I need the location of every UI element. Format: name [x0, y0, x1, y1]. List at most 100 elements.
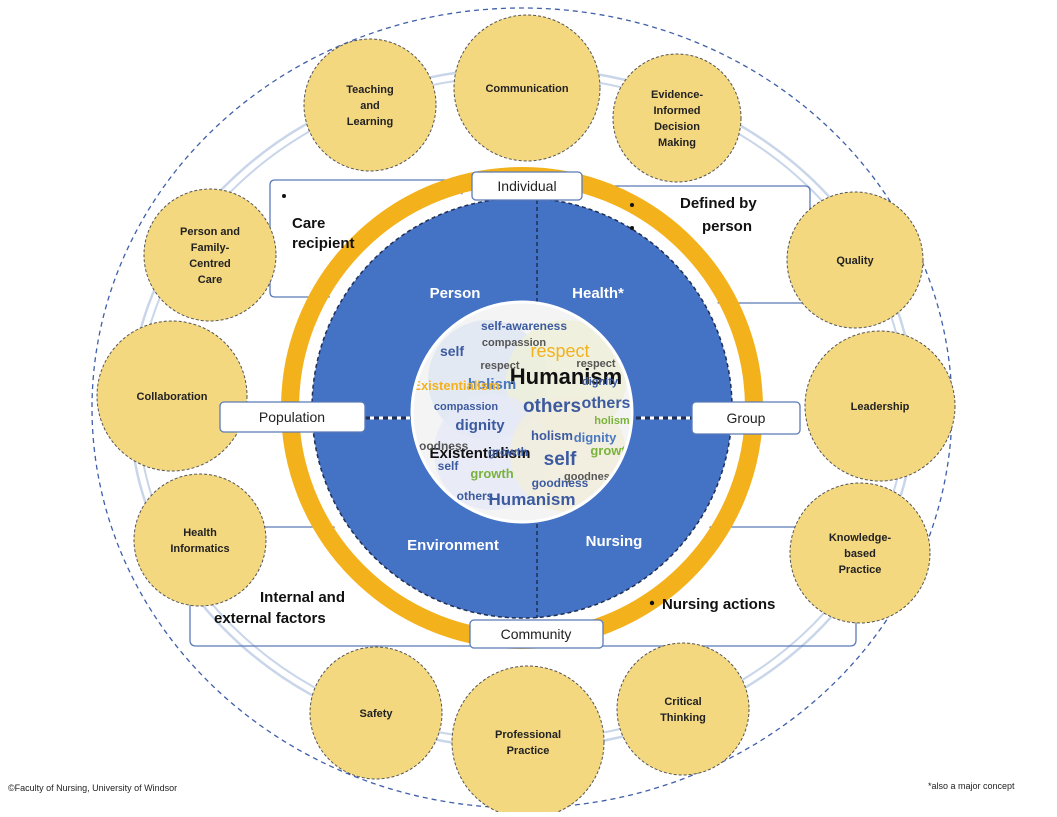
- word-cloud-word: respect: [530, 341, 589, 361]
- satellite-circle: [96, 320, 248, 472]
- word-cloud-word: Humanism: [489, 490, 576, 509]
- satellite-safety: Safety: [309, 646, 443, 780]
- word-cloud-word: growth: [470, 466, 513, 481]
- box-community: Community: [469, 619, 604, 649]
- satellite-circle: [309, 646, 443, 780]
- box-population: Population: [219, 401, 366, 433]
- word-cloud-word: holism: [468, 376, 516, 393]
- word-cloud-word: growth: [488, 445, 528, 459]
- word-cloud-word: holism: [531, 428, 573, 443]
- satellite-personfamily-line: Family-: [191, 242, 230, 254]
- satellite-circle: [616, 642, 750, 776]
- satellite-circle: [789, 482, 931, 624]
- satellite-knowledge-line: Practice: [839, 564, 882, 576]
- satellite-circle: [451, 665, 605, 817]
- box-individual-label: Individual: [497, 178, 556, 194]
- satellite-informatics-line: Informatics: [170, 543, 229, 555]
- word-cloud-word: compassion: [482, 337, 546, 349]
- satellite-circle: [453, 14, 601, 162]
- satellite-circle: [804, 330, 956, 482]
- quadrant-person-label: Person: [430, 285, 481, 302]
- satellite-safety-line: Safety: [359, 708, 393, 720]
- care-recipient-line1: Care: [292, 215, 325, 232]
- copyright-footer: ©Faculty of Nursing, University of Winds…: [8, 783, 178, 793]
- satellite-personfamily-line: Person and: [180, 226, 240, 238]
- satellite-circle: [133, 473, 267, 607]
- satellite-knowledge-line: based: [844, 548, 876, 560]
- satellite-circle: [303, 38, 437, 172]
- word-cloud-texture: [510, 396, 626, 512]
- satellite-communication-line: Communication: [485, 83, 568, 95]
- satellite-professional-line: Professional: [495, 729, 561, 741]
- word-cloud-word: respect: [480, 360, 519, 372]
- bullet-care-recipient: [282, 194, 286, 198]
- satellite-quality: Quality: [786, 191, 924, 329]
- satellite-collaboration-line: Collaboration: [137, 391, 208, 403]
- bullet-nursing-actions: [649, 600, 655, 606]
- satellite-personfamily-line: Care: [198, 274, 222, 286]
- word-cloud-word: dignity: [455, 417, 505, 434]
- satellite-teaching-line: Learning: [347, 116, 393, 128]
- word-cloud-word: self-awareness: [481, 319, 567, 333]
- word-cloud-word: respect: [576, 358, 615, 370]
- quadrant-environment-label: Environment: [407, 537, 499, 554]
- word-cloud: HumanismothersselfdignityholismgrowthExi…: [412, 319, 633, 512]
- box-group: Group: [691, 401, 801, 435]
- care-recipient-line2: recipient: [292, 235, 355, 252]
- word-cloud-word: others: [523, 396, 581, 417]
- box-community-label: Community: [501, 626, 572, 642]
- quadrant-health-label: Health*: [572, 285, 624, 302]
- word-cloud-word: dignity: [582, 376, 619, 388]
- word-cloud-word: Existentialism: [412, 378, 499, 393]
- word-cloud-word: dignity: [574, 430, 617, 445]
- word-cloud-word: goodness: [532, 476, 589, 490]
- internal-external-line2: external factors: [214, 610, 326, 627]
- satellite-critical-line: Critical: [664, 696, 701, 708]
- word-cloud-word: Humanism: [510, 364, 622, 389]
- nursing-actions-label: Nursing actions: [662, 596, 775, 613]
- satellite-leadership: Leadership: [804, 330, 956, 482]
- word-cloud-word: others: [457, 489, 494, 503]
- word-cloud-word: Existentialism: [430, 445, 531, 462]
- satellite-critical-line: Thinking: [660, 712, 706, 724]
- box-individual: Individual: [471, 171, 583, 201]
- word-cloud-word: growth: [590, 443, 633, 458]
- word-cloud-word: holism: [594, 415, 630, 427]
- defined-by-person-line1: Defined by: [680, 195, 757, 212]
- bullet-defined-1: [630, 203, 634, 207]
- word-cloud-word: self: [544, 449, 577, 470]
- satellite-professional-line: Practice: [507, 745, 550, 757]
- box-group-label: Group: [727, 410, 766, 426]
- bullet-defined-2: [630, 226, 634, 230]
- satellite-evidence-line: Making: [658, 137, 696, 149]
- word-cloud-word: compassion: [434, 401, 498, 413]
- satellite-teaching-line: and: [360, 100, 380, 112]
- quadrant-nursing-label: Nursing: [586, 533, 643, 550]
- word-cloud-word: self: [440, 343, 464, 359]
- word-cloud-word: goodness: [564, 471, 616, 483]
- satellite-informatics-line: Health: [183, 527, 217, 539]
- satellite-evidence-line: Informed: [653, 105, 700, 117]
- satellite-leadership-line: Leadership: [851, 401, 910, 413]
- satellite-circle: [786, 191, 924, 329]
- satellite-personfamily-line: Centred: [189, 258, 231, 270]
- satellite-communication: Communication: [453, 14, 601, 162]
- box-population-label: Population: [259, 409, 325, 425]
- word-cloud-word: others: [582, 395, 631, 412]
- satellite-quality-line: Quality: [836, 255, 874, 267]
- internal-external-line1: Internal and: [260, 589, 345, 606]
- satellite-teaching-line: Teaching: [346, 84, 393, 96]
- satellite-knowledge-line: Knowledge-: [829, 532, 892, 544]
- satellite-collaboration: Collaboration: [96, 320, 248, 472]
- major-concept-note: *also a major concept: [928, 781, 1015, 791]
- satellite-evidence-line: Decision: [654, 121, 700, 133]
